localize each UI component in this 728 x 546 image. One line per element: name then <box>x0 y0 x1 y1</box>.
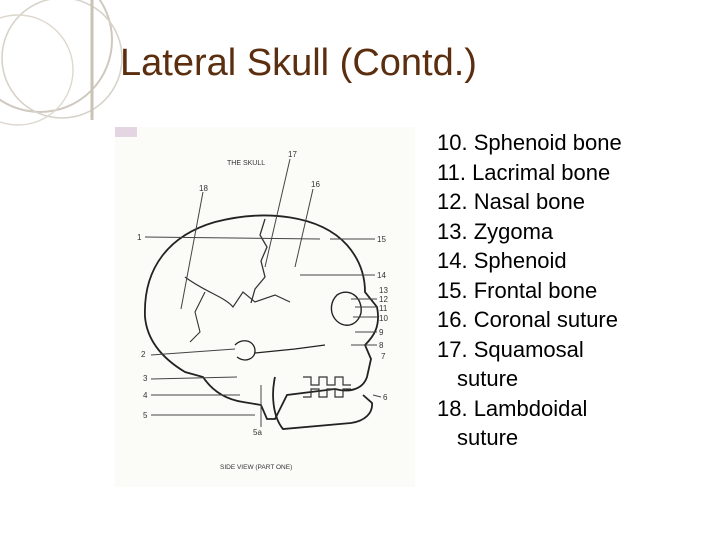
diagram-label: 10 <box>379 314 388 323</box>
diagram-label: 5 <box>143 411 148 420</box>
bone-list: 10. Sphenoid bone 11. Lacrimal bone 12. … <box>437 128 722 453</box>
list-item-continuation: suture <box>457 425 519 450</box>
caption-bottom: SIDE VIEW (PART ONE) <box>220 464 292 471</box>
diagram-label: 5a <box>253 428 262 437</box>
diagram-label: 14 <box>377 271 386 280</box>
diagram-label: 15 <box>377 235 386 244</box>
list-item-text: 18. Lambdoidal <box>437 395 588 421</box>
diagram-label: 18 <box>199 184 208 193</box>
diagram-label: 4 <box>143 391 148 400</box>
slide-title: Lateral Skull (Contd.) <box>120 42 477 84</box>
caption-top: THE SKULL <box>227 160 265 167</box>
list-item-text: 10. Sphenoid bone <box>437 130 622 155</box>
diagram-label: 13 <box>379 286 388 295</box>
list-item: 17. Squamosal suture <box>437 335 722 394</box>
diagram-label: 2 <box>141 350 146 359</box>
diagram-label: 17 <box>288 150 297 159</box>
list-item: 16. Coronal suture <box>437 305 722 335</box>
list-item-continuation: suture <box>457 366 519 391</box>
list-item-text: 14. Sphenoid <box>437 248 567 273</box>
diagram-label: 11 <box>379 304 388 313</box>
skull-drawing: THE SKULL <box>115 127 415 487</box>
diagram-label: 7 <box>381 352 386 361</box>
list-item-text: 11. Lacrimal bone <box>437 159 611 185</box>
list-item: 13. Zygoma <box>437 217 722 247</box>
skull-diagram: THE SKULL <box>115 127 415 487</box>
list-item: 10. Sphenoid bone <box>437 128 722 158</box>
list-item-text: 15. Frontal bone <box>437 277 598 303</box>
list-item-text: 17. Squamosal <box>437 336 584 362</box>
list-item: 11. Lacrimal bone <box>437 158 722 188</box>
diagram-label: 12 <box>379 295 388 304</box>
diagram-label: 16 <box>311 180 320 189</box>
diagram-label: 3 <box>143 374 148 383</box>
list-item: 18. Lambdoidal suture <box>437 394 722 453</box>
list-item-text: 13. Zygoma <box>437 218 554 244</box>
list-item: 14. Sphenoid <box>437 246 722 276</box>
diagram-label: 6 <box>383 393 388 402</box>
list-item: 15. Frontal bone <box>437 276 722 306</box>
diagram-label: 1 <box>137 233 142 242</box>
list-item: 12. Nasal bone <box>437 187 722 217</box>
diagram-label: 8 <box>379 341 384 350</box>
list-item-text: 16. Coronal suture <box>437 307 618 332</box>
list-item-text: 12. Nasal bone <box>437 189 585 214</box>
diagram-label: 9 <box>379 328 384 337</box>
